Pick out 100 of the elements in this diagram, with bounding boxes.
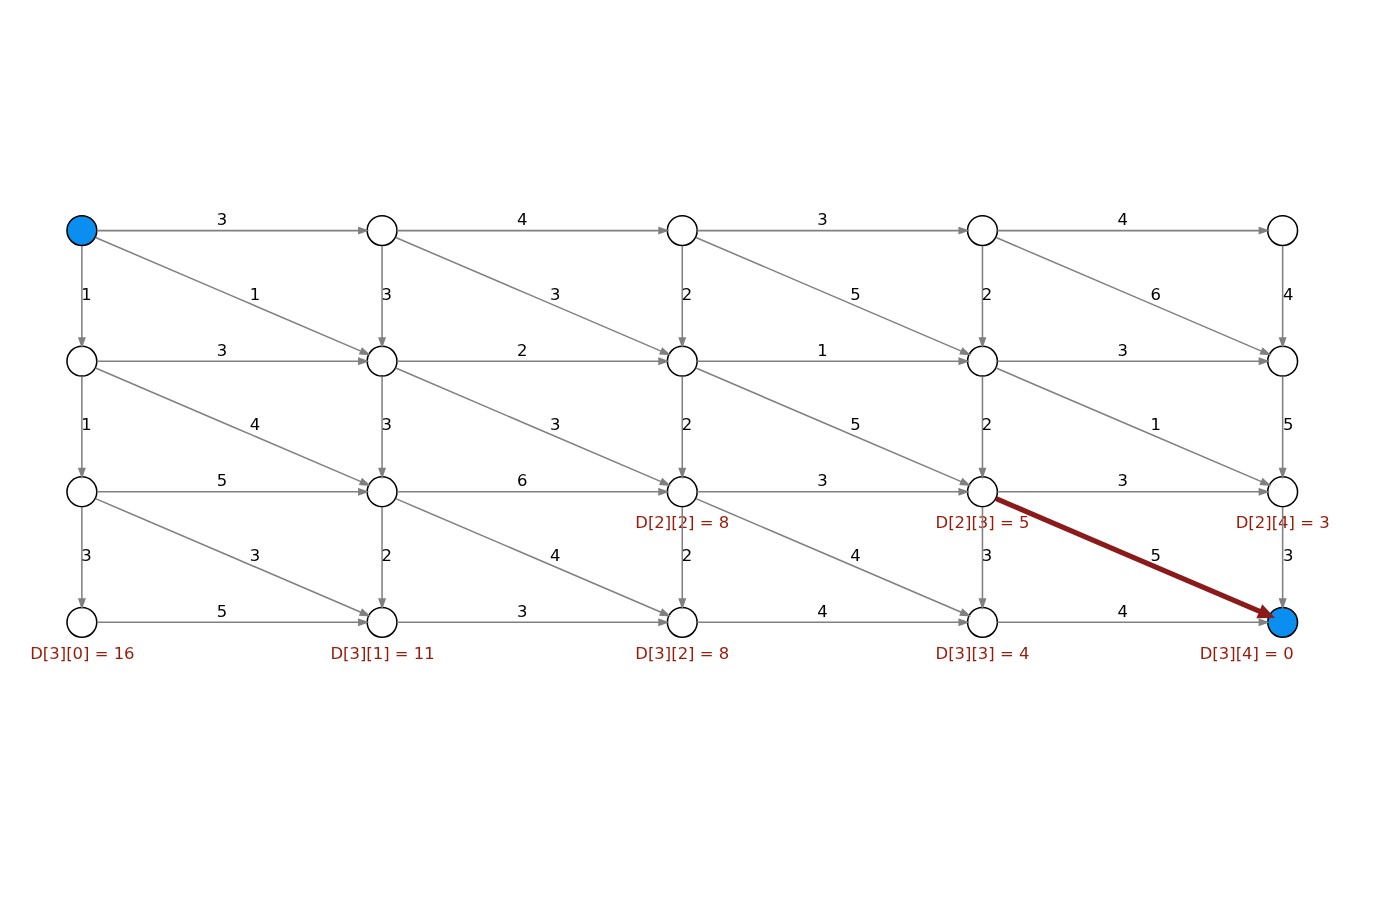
node-circle <box>966 606 999 638</box>
arrow <box>678 375 687 479</box>
edge-label: 1 <box>81 414 92 434</box>
arrow <box>696 356 970 365</box>
edge-label: 5 <box>850 284 861 304</box>
arrow <box>695 366 972 486</box>
edge-label: 4 <box>817 601 828 621</box>
node-label: D[2][3] = 5 <box>935 512 1030 532</box>
arrow <box>1278 505 1287 610</box>
edge-label: 3 <box>1117 470 1128 490</box>
node-label: D[2][4] = 3 <box>1235 512 1330 532</box>
edge-label: 1 <box>1150 414 1161 434</box>
arrow <box>995 495 1276 618</box>
node-circle <box>366 345 398 377</box>
node-circle <box>966 214 999 246</box>
edge-label: 6 <box>517 470 528 490</box>
arrow <box>77 505 86 610</box>
edge-label: 3 <box>381 284 392 304</box>
edge-label: 5 <box>1150 545 1161 565</box>
arrow <box>695 497 972 616</box>
edge-label: 5 <box>1283 414 1294 434</box>
node-circle <box>66 214 98 246</box>
arrow <box>396 617 670 626</box>
edge-label: 3 <box>550 284 561 304</box>
node-circle <box>366 475 398 507</box>
arrow <box>378 505 387 610</box>
arrow <box>94 236 371 355</box>
edge-label: 3 <box>817 470 828 490</box>
node-label: D[3][3] = 4 <box>935 643 1030 663</box>
arrow <box>1278 375 1287 479</box>
node-circle <box>666 214 698 246</box>
edge-label: 2 <box>981 414 993 434</box>
edge-label: 3 <box>381 414 392 434</box>
arrow <box>996 487 1270 496</box>
edge-label: 3 <box>517 601 528 621</box>
edge-label: 3 <box>1283 545 1294 565</box>
edge-label: 2 <box>681 545 693 565</box>
edge-label: 1 <box>817 340 828 360</box>
node-circle <box>1266 214 1299 246</box>
node-circle <box>666 475 698 507</box>
edge-label: 3 <box>550 414 561 434</box>
node-circle <box>66 345 98 377</box>
edge-label: 4 <box>1117 601 1128 621</box>
edge-label: 3 <box>981 545 993 565</box>
node-circle <box>1266 606 1299 638</box>
arrow <box>94 366 371 486</box>
arrow <box>395 366 671 486</box>
edge-label: 2 <box>681 414 693 434</box>
arrow <box>96 226 370 235</box>
edge-label: 3 <box>817 209 828 229</box>
node-label: D[3][4] = 0 <box>1199 643 1294 663</box>
edge-label: 3 <box>81 545 92 565</box>
arrow <box>678 505 687 610</box>
node-circle <box>366 606 398 638</box>
arrow <box>396 487 670 496</box>
edge-label: 2 <box>981 284 993 304</box>
arrow <box>96 487 370 496</box>
edge-label: 4 <box>550 545 561 565</box>
arrow <box>77 244 86 349</box>
edge-label: 3 <box>216 209 228 229</box>
edge-label: 6 <box>1150 284 1161 304</box>
edge-label: 1 <box>249 284 261 304</box>
arrow <box>396 226 670 235</box>
arrow <box>378 375 387 479</box>
edge-label: 5 <box>216 470 228 490</box>
arrow <box>695 236 972 355</box>
arrow <box>978 505 987 610</box>
arrow <box>96 617 370 626</box>
node-circle <box>1266 345 1299 377</box>
node-circle <box>66 606 98 638</box>
edge-label: 3 <box>1117 340 1128 360</box>
edge-label: 4 <box>249 414 261 434</box>
node-label: D[3][0] = 16 <box>30 643 135 663</box>
node-label: D[3][2] = 8 <box>635 643 730 663</box>
edge-label: 4 <box>850 545 861 565</box>
edge-label: 5 <box>850 414 861 434</box>
edge-label: 3 <box>216 340 228 360</box>
arrow <box>696 226 970 235</box>
node-label: D[3][1] = 11 <box>330 643 435 663</box>
arrow <box>395 497 671 616</box>
arrow <box>995 366 1272 486</box>
arrow <box>995 236 1272 355</box>
node-circle <box>666 345 698 377</box>
arrow <box>396 356 670 365</box>
node-circle <box>1266 475 1299 507</box>
edge-label: 5 <box>216 601 228 621</box>
edge-label: 4 <box>517 209 528 229</box>
node-circle <box>666 606 698 638</box>
arrow <box>77 375 86 479</box>
arrow <box>96 356 370 365</box>
arrow <box>94 497 371 616</box>
node-label: D[2][2] = 8 <box>635 512 730 532</box>
arrow <box>978 244 987 349</box>
arrow <box>996 356 1270 365</box>
edge-label: 4 <box>1283 284 1294 304</box>
arrow <box>996 226 1270 235</box>
edge-label: 4 <box>1117 209 1128 229</box>
edge-label: 3 <box>249 545 261 565</box>
arrow <box>1278 244 1287 349</box>
node-circle <box>66 475 98 507</box>
